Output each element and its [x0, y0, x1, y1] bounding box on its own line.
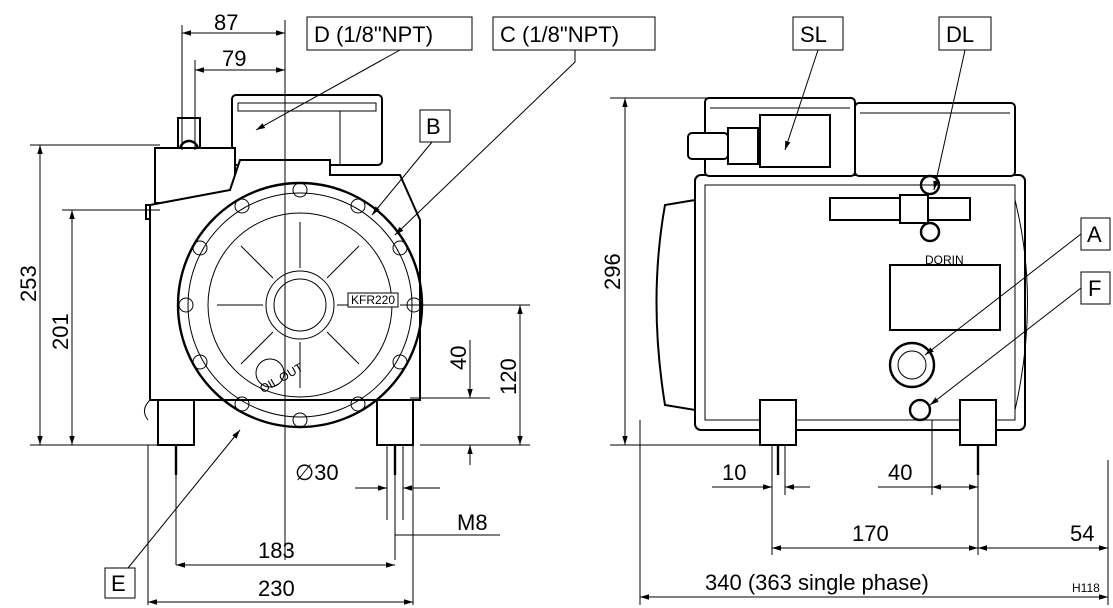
suction-valve-body	[759, 114, 831, 168]
front-view: KFR220 OIL OUT	[144, 94, 424, 475]
callout-dl: DL	[946, 22, 974, 47]
dim-201: 201	[48, 313, 73, 350]
dim-340: 340 (363 single phase)	[705, 570, 929, 595]
dim-120: 120	[496, 358, 521, 395]
side-view: DORIN	[655, 97, 1028, 475]
callout-d-box	[306, 16, 473, 51]
dim-253: 253	[16, 265, 41, 302]
dim-diameter-30: ∅30	[295, 460, 339, 485]
model-plate-label: KFR220	[351, 293, 395, 307]
drawing-code: H118	[1072, 581, 1100, 595]
brand-label: DORIN	[925, 253, 964, 267]
callout-e-box	[104, 567, 136, 599]
side-left-foot	[759, 399, 797, 446]
callout-c-box	[492, 16, 656, 51]
terminal-box	[231, 94, 383, 166]
callout-c: C (1/8"NPT)	[500, 22, 619, 47]
motor-end-cap	[655, 198, 696, 412]
dim-170: 170	[852, 521, 889, 546]
dim-10: 10	[722, 460, 746, 485]
dim-40-vertical: 40	[446, 346, 471, 370]
callout-e: E	[111, 571, 126, 596]
name-plate	[889, 264, 1001, 331]
dim-m8: M8	[457, 510, 488, 535]
dim-54: 54	[1070, 521, 1094, 546]
dim-183: 183	[258, 538, 295, 563]
side-view-dimensions: 296 10 40 170 54 340 (363 single phase) …	[600, 16, 1111, 605]
right-foot	[376, 399, 414, 446]
left-foot	[157, 399, 195, 446]
callout-f: F	[1088, 276, 1101, 301]
callout-a: A	[1087, 222, 1102, 247]
side-right-foot	[959, 399, 997, 446]
front-view-dimensions: 87 79 253 201 40 120 ∅30 M8	[16, 10, 656, 605]
callout-b-box	[419, 109, 451, 143]
callout-d: D (1/8"NPT)	[314, 22, 433, 47]
callout-sl-box	[792, 16, 844, 51]
callout-sl: SL	[800, 22, 827, 47]
callout-b: B	[426, 114, 441, 139]
sight-glass	[888, 341, 936, 389]
dim-79: 79	[222, 46, 246, 71]
callout-a-box	[1080, 217, 1111, 251]
dim-296: 296	[600, 253, 625, 290]
cylinder-head-right	[854, 102, 1016, 177]
model-plate	[347, 292, 399, 308]
drain-plug	[908, 398, 932, 422]
dim-40-horizontal: 40	[888, 460, 912, 485]
suction-valve	[687, 132, 729, 160]
dim-87: 87	[214, 10, 238, 35]
dim-230: 230	[258, 576, 295, 601]
callout-f-box	[1080, 271, 1111, 305]
oil-out-port	[255, 358, 285, 388]
